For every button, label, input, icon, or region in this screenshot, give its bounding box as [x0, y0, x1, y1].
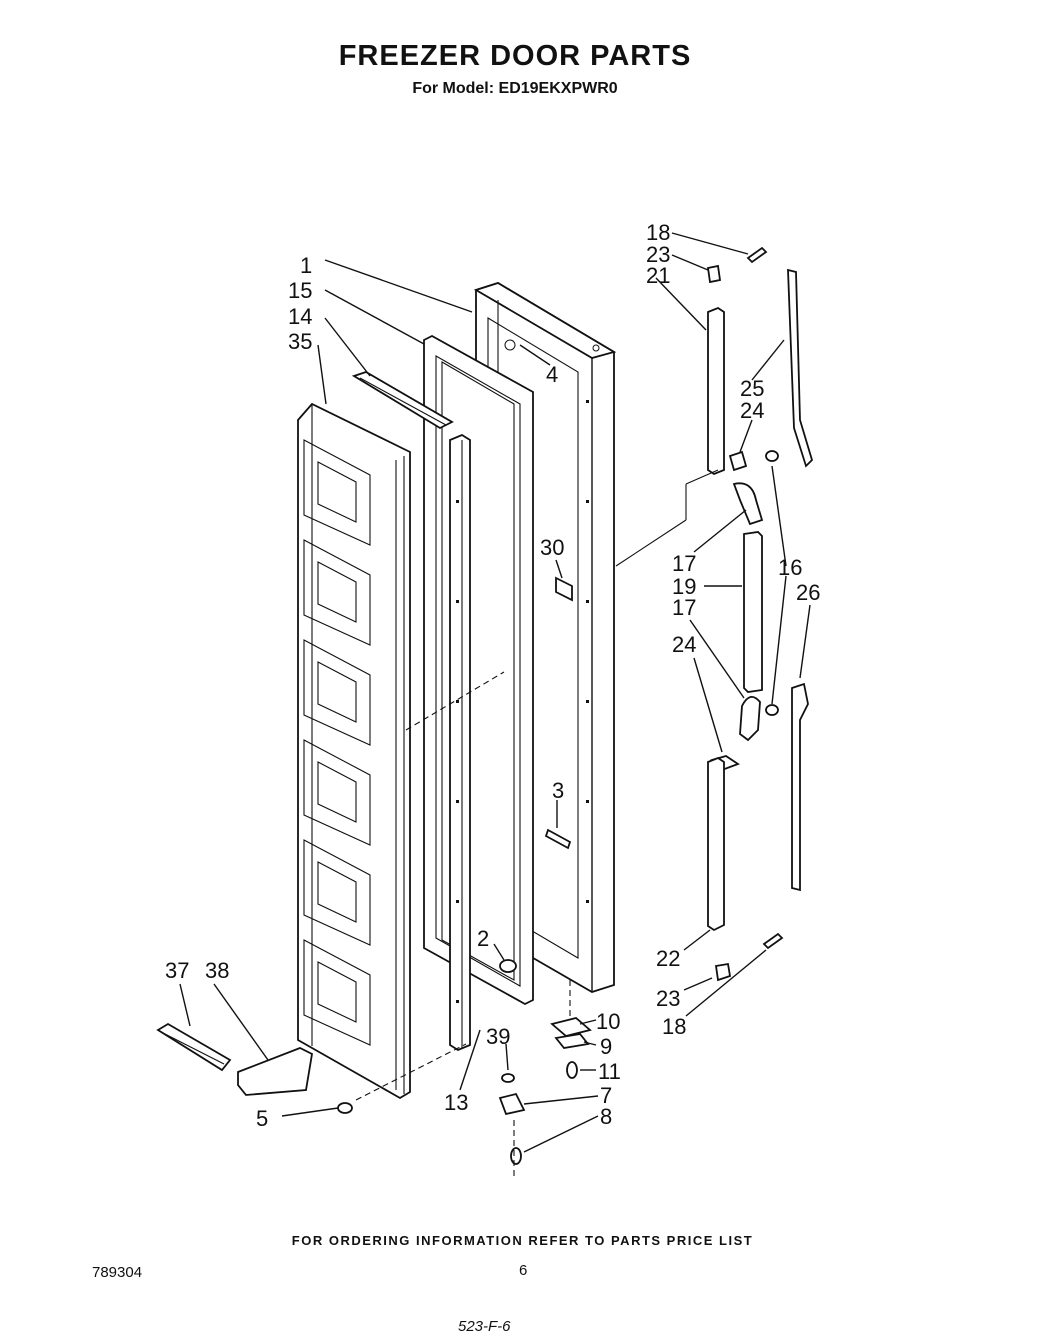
part-37-vent-grille	[156, 1022, 232, 1072]
door-gasket	[423, 334, 534, 1006]
part-2-hinge-pin	[499, 959, 517, 973]
callout-9: 9	[600, 1034, 612, 1059]
callout-8: 8	[600, 1104, 612, 1129]
part-10-hinge-plate	[550, 1017, 592, 1037]
callout-1: 1	[300, 253, 312, 278]
breaker-strip	[449, 433, 471, 1052]
callout-16: 16	[778, 555, 802, 580]
part-11-screw	[566, 1061, 578, 1079]
callout-5: 5	[256, 1106, 268, 1131]
callout-17-lower: 17	[672, 595, 696, 620]
callout-22: 22	[656, 946, 680, 971]
callout-25: 25	[740, 376, 764, 401]
part-24-bracket-upper	[728, 450, 748, 472]
part-7-hinge-bushing	[498, 1092, 526, 1116]
callout-18-top: 18	[646, 220, 670, 245]
inner-door-liner	[297, 402, 411, 1100]
callout-37: 37	[165, 958, 189, 983]
part-8-screw	[510, 1147, 522, 1165]
part-21-upper-handle	[707, 306, 725, 476]
callout-10: 10	[596, 1009, 620, 1034]
callout-4: 4	[546, 362, 558, 387]
part-23-clip-top	[706, 264, 722, 284]
part-25-upper-trim	[787, 268, 814, 468]
part-23-clip-bottom	[714, 962, 732, 982]
callout-35: 35	[288, 329, 312, 354]
callout-30: 30	[540, 535, 564, 560]
leader-lines	[179, 232, 811, 1180]
part-17-end-cap-upper	[732, 482, 764, 526]
callout-26: 26	[796, 580, 820, 605]
part-38-bracket	[237, 1047, 313, 1096]
callout-7: 7	[600, 1083, 612, 1108]
part-9-shim	[554, 1033, 590, 1049]
callout-18-bottom: 18	[662, 1014, 686, 1039]
callout-15: 15	[288, 278, 312, 303]
top-trim-strip	[351, 371, 454, 430]
callout-17-upper: 17	[672, 551, 696, 576]
model-subtitle: For Model: ED19EKXPWR0	[412, 80, 618, 97]
part-39-washer	[501, 1073, 515, 1083]
callout-14: 14	[288, 304, 312, 329]
part-3-bracket	[544, 828, 572, 850]
callout-13: 13	[444, 1090, 468, 1115]
part-26-lower-trim	[791, 682, 809, 892]
callout-numbers: 1 15 14 35 4 30 3 2 37 38 5 13 39 10 9 1…	[165, 220, 820, 1131]
callout-38: 38	[205, 958, 229, 983]
ordering-info-note: FOR ORDERING INFORMATION REFER TO PARTS …	[291, 1233, 754, 1248]
callout-39: 39	[486, 1024, 510, 1049]
callout-2: 2	[477, 926, 489, 951]
handwritten-code: 523-F-6	[458, 1318, 511, 1335]
part-17-end-cap-lower	[739, 696, 761, 742]
part-30-clip	[555, 576, 573, 602]
part-5-screw	[337, 1102, 353, 1114]
page-number: 6	[519, 1262, 528, 1279]
document-number: 789304	[92, 1264, 143, 1281]
callout-23-bottom: 23	[656, 986, 680, 1011]
callout-11: 11	[598, 1059, 621, 1084]
callout-23-top: 23	[646, 242, 670, 267]
part-18-screw-bottom	[762, 932, 784, 950]
part-19-handle-bar	[743, 531, 763, 693]
part-16-screw-lower	[765, 704, 779, 716]
part-16-screw-upper	[765, 450, 779, 462]
part-22-lower-handle	[707, 756, 725, 932]
callout-19: 19	[672, 574, 696, 599]
callout-24-lower: 24	[672, 632, 696, 657]
callout-24-upper: 24	[740, 398, 764, 423]
callout-21: 21	[646, 263, 670, 288]
callout-3: 3	[552, 778, 564, 803]
part-18-screw-top	[746, 246, 768, 264]
page-title: FREEZER DOOR PARTS	[338, 40, 692, 72]
